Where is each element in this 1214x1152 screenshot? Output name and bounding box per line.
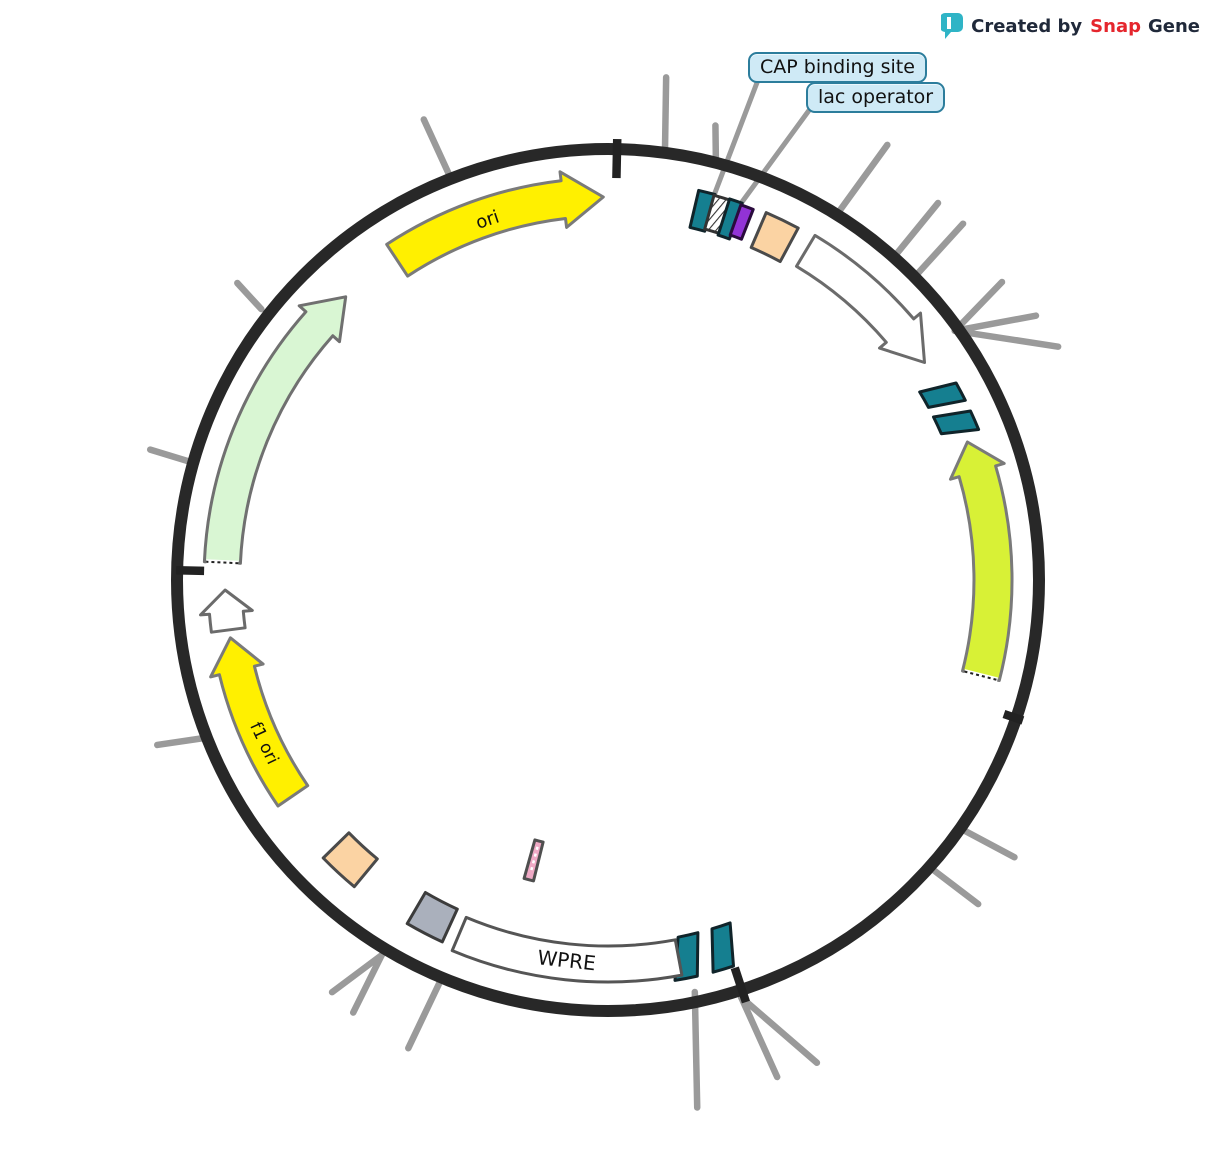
- enzyme-tick: [737, 994, 781, 1081]
- misc-feature-teal-2[interactable]: [716, 197, 744, 241]
- chartreuse-arrow-cds[interactable]: [949, 440, 1014, 682]
- white-arrow-cds[interactable]: [795, 233, 926, 364]
- gray-box[interactable]: [405, 891, 459, 944]
- enzyme-tick: [951, 278, 1006, 335]
- enzyme-tick: [146, 446, 194, 466]
- enzyme-tick: [661, 74, 670, 150]
- enzyme-tick: [836, 141, 891, 214]
- orange-box-1[interactable]: [749, 211, 800, 264]
- logo-brand-gene: Gene: [1147, 15, 1200, 37]
- lac-operator-label[interactable]: lac operator: [806, 82, 946, 113]
- position-tick: [1002, 709, 1025, 725]
- logo-brand-snap: Snap: [1090, 15, 1141, 37]
- position-tick: [612, 139, 622, 179]
- green-arrow-cds[interactable]: [202, 295, 348, 565]
- callout-leader-line: [710, 77, 761, 201]
- enzyme-tick: [420, 116, 453, 179]
- snapgene-icon: [940, 12, 964, 40]
- f1-ori-arrow[interactable]: [209, 636, 310, 808]
- position-tick: [176, 565, 205, 576]
- enzyme-tick: [691, 988, 701, 1111]
- enzyme-tick: [234, 279, 265, 313]
- misc-feature-teal-5[interactable]: [710, 921, 735, 974]
- enzyme-tick: [951, 312, 1040, 335]
- enzyme-tick: [328, 951, 386, 996]
- logo-created-by-text: Created by: [971, 15, 1083, 37]
- misc-feature-teal-3[interactable]: [918, 381, 967, 409]
- feature-dash-marks: [529, 846, 539, 875]
- enzyme-tick: [961, 827, 1018, 861]
- enzyme-tick: [893, 199, 942, 257]
- enzyme-tick: [930, 866, 982, 908]
- misc-feature-teal-4[interactable]: [932, 409, 981, 436]
- snapgene-logo: Created by Snap Gene: [940, 12, 1200, 40]
- enzyme-tick: [349, 951, 386, 1016]
- callout-leader-line: [739, 106, 813, 205]
- truncation-mark: [963, 669, 998, 683]
- truncation-dashes: [206, 560, 239, 565]
- enzyme-tick: [914, 220, 967, 277]
- wpre-feature[interactable]: [450, 915, 684, 984]
- enzyme-tick: [737, 994, 821, 1066]
- truncation-mark: [206, 559, 239, 566]
- enzyme-tick: [153, 735, 206, 749]
- plasmid-backbone-ring: [171, 143, 1045, 1017]
- position-tick: [730, 966, 750, 1004]
- white-arrow-small[interactable]: [199, 588, 254, 634]
- orange-box-2[interactable]: [321, 831, 379, 889]
- ori-arrow[interactable]: [385, 170, 605, 278]
- enzyme-tick: [405, 978, 443, 1052]
- cap-binding-site-label[interactable]: CAP binding site: [748, 52, 927, 83]
- enzyme-tick: [951, 327, 1062, 350]
- lac-operator-feature[interactable]: [728, 203, 755, 241]
- misc-feature-teal-1[interactable]: [688, 188, 717, 233]
